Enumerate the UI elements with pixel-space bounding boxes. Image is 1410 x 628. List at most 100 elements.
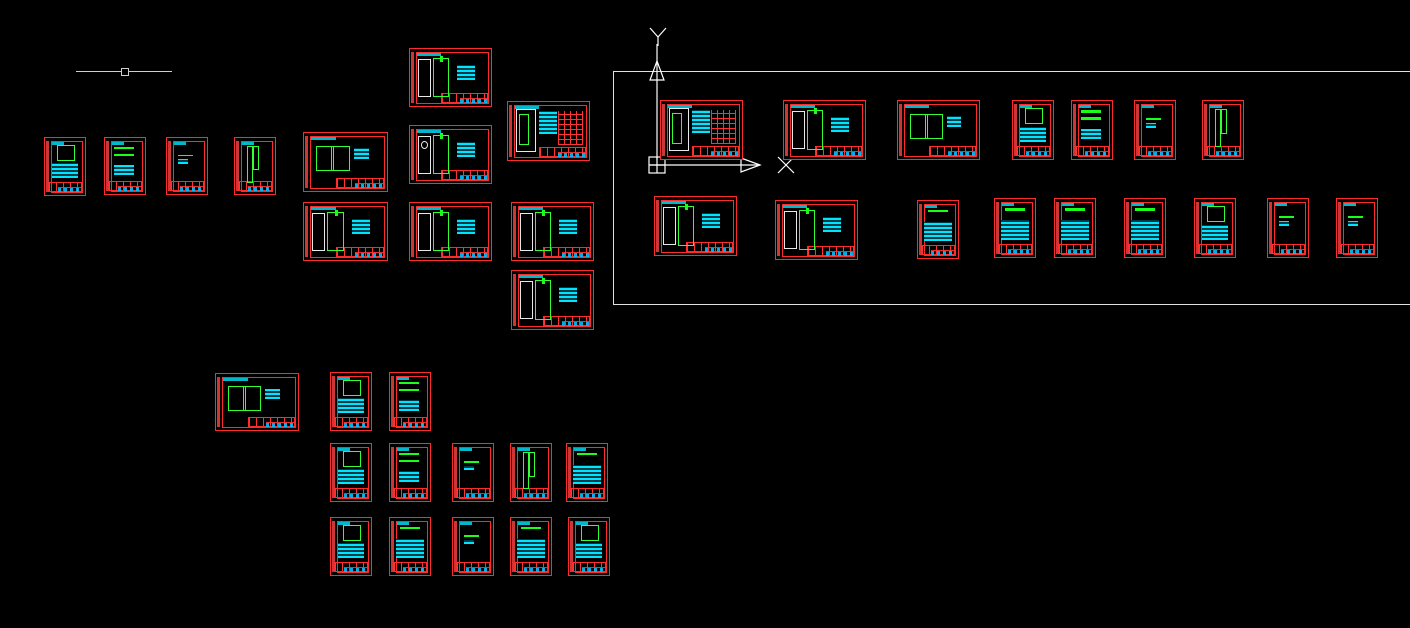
drawing-sheet[interactable] — [1336, 198, 1378, 258]
material-table — [691, 109, 710, 133]
drawing-sheet[interactable] — [897, 100, 980, 160]
sheet-binding-strip — [777, 204, 780, 256]
sheet-header-text — [662, 201, 687, 204]
sheet-title-block-text — [1026, 150, 1050, 156]
grip-handle[interactable] — [121, 68, 129, 76]
drawing-sheet[interactable] — [389, 443, 431, 502]
drawing-sheet[interactable] — [775, 200, 858, 260]
sheet-title-block-text — [354, 252, 384, 257]
material-table — [396, 538, 424, 558]
drawing-sheet[interactable] — [510, 517, 552, 576]
sheet-header-text — [515, 106, 540, 109]
drawing-sheet[interactable] — [1267, 198, 1309, 258]
sheet-binding-strip — [411, 52, 414, 103]
drawing-sheet[interactable] — [654, 196, 737, 256]
sheet-header-text — [1344, 203, 1356, 206]
sheet-binding-strip — [332, 376, 335, 427]
section-elevation — [669, 107, 689, 151]
sheet-header-text — [519, 207, 544, 210]
sheet-header-text — [311, 207, 336, 210]
sheet-binding-strip — [656, 200, 659, 252]
sheet-inner-border — [111, 141, 143, 192]
drawing-sheet[interactable] — [330, 443, 372, 502]
dimension-marker — [334, 209, 339, 216]
sheet-inner-border — [1201, 202, 1233, 255]
profile-detail — [400, 527, 420, 530]
drawing-sheet[interactable] — [1054, 198, 1096, 258]
drawing-sheet[interactable] — [511, 202, 594, 261]
drawing-sheet[interactable] — [994, 198, 1036, 258]
drawing-sheet[interactable] — [452, 517, 494, 576]
door-elevation — [784, 211, 797, 250]
material-table — [398, 471, 419, 482]
sheet-title-block-text — [459, 252, 488, 257]
sheet-inner-border — [459, 521, 491, 573]
sheet-binding-strip — [305, 206, 308, 257]
drawing-sheet[interactable] — [303, 132, 388, 192]
drawing-sheet[interactable] — [409, 202, 492, 261]
sheet-inner-border — [1078, 104, 1110, 157]
drawing-sheet[interactable] — [389, 517, 431, 576]
sheet-header-text — [1079, 105, 1091, 108]
drawing-sheet[interactable] — [330, 517, 372, 576]
material-table — [265, 388, 280, 399]
drawing-sheet[interactable] — [409, 125, 492, 184]
drawing-sheet[interactable] — [568, 517, 610, 576]
sheet-binding-strip — [899, 104, 902, 156]
drawing-sheet[interactable] — [660, 100, 743, 160]
drawing-sheet[interactable] — [511, 270, 594, 330]
drawing-sheet[interactable] — [566, 443, 608, 502]
sheet-title-block-text — [561, 320, 590, 326]
drawing-sheet[interactable] — [507, 101, 590, 161]
drawing-sheet[interactable] — [1134, 100, 1176, 160]
drawing-sheet[interactable] — [1012, 100, 1054, 160]
sheet-binding-strip — [996, 202, 999, 254]
drawing-sheet[interactable] — [234, 137, 276, 195]
drawing-sheet[interactable] — [104, 137, 146, 195]
sheet-inner-border — [575, 521, 607, 573]
drawing-sheet[interactable] — [389, 372, 431, 431]
material-table — [573, 464, 601, 484]
dimension-marker — [541, 209, 546, 216]
drawing-sheet[interactable] — [1202, 100, 1244, 160]
sheet-binding-strip — [106, 141, 109, 191]
sheet-title-block-text — [524, 493, 548, 498]
profile-detail — [398, 388, 419, 392]
profile-detail — [1065, 208, 1085, 211]
drawing-sheet[interactable] — [1194, 198, 1236, 258]
note-text — [1146, 123, 1156, 128]
drawing-sheet[interactable] — [215, 373, 299, 431]
sheet-inner-border — [337, 447, 369, 499]
drawing-sheet[interactable] — [783, 100, 866, 160]
material-table — [113, 164, 134, 175]
sheet-header-text — [1132, 203, 1144, 206]
drawing-sheet[interactable] — [330, 372, 372, 431]
profile-detail — [1005, 208, 1025, 211]
sheet-binding-strip — [1126, 202, 1129, 254]
sheet-binding-strip — [168, 141, 171, 191]
sheet-inner-border — [396, 447, 428, 499]
material-table — [558, 287, 577, 303]
sheet-inner-border — [337, 376, 369, 428]
sheet-binding-strip — [454, 447, 457, 498]
sheet-inner-border — [518, 206, 591, 258]
drawing-sheet[interactable] — [1071, 100, 1113, 160]
drawing-sheet[interactable] — [44, 137, 86, 196]
drawing-sheet[interactable] — [1124, 198, 1166, 258]
drawing-sheet[interactable] — [303, 202, 388, 261]
sheet-inner-border — [459, 447, 491, 499]
sheet-inner-border — [1343, 202, 1375, 255]
sheet-binding-strip — [662, 104, 665, 156]
drawing-sheet[interactable] — [510, 443, 552, 502]
drawing-sheet[interactable] — [166, 137, 208, 195]
sheet-inner-border — [51, 141, 83, 193]
drawing-sheet[interactable] — [409, 48, 492, 107]
sheet-binding-strip — [1014, 104, 1017, 156]
drawing-sheet[interactable] — [452, 443, 494, 502]
sheet-header-text — [174, 142, 186, 145]
sheet-binding-strip — [1136, 104, 1139, 156]
drawing-sheet[interactable] — [917, 200, 959, 259]
door-elevation — [418, 59, 431, 97]
sheet-header-text — [1062, 203, 1074, 206]
